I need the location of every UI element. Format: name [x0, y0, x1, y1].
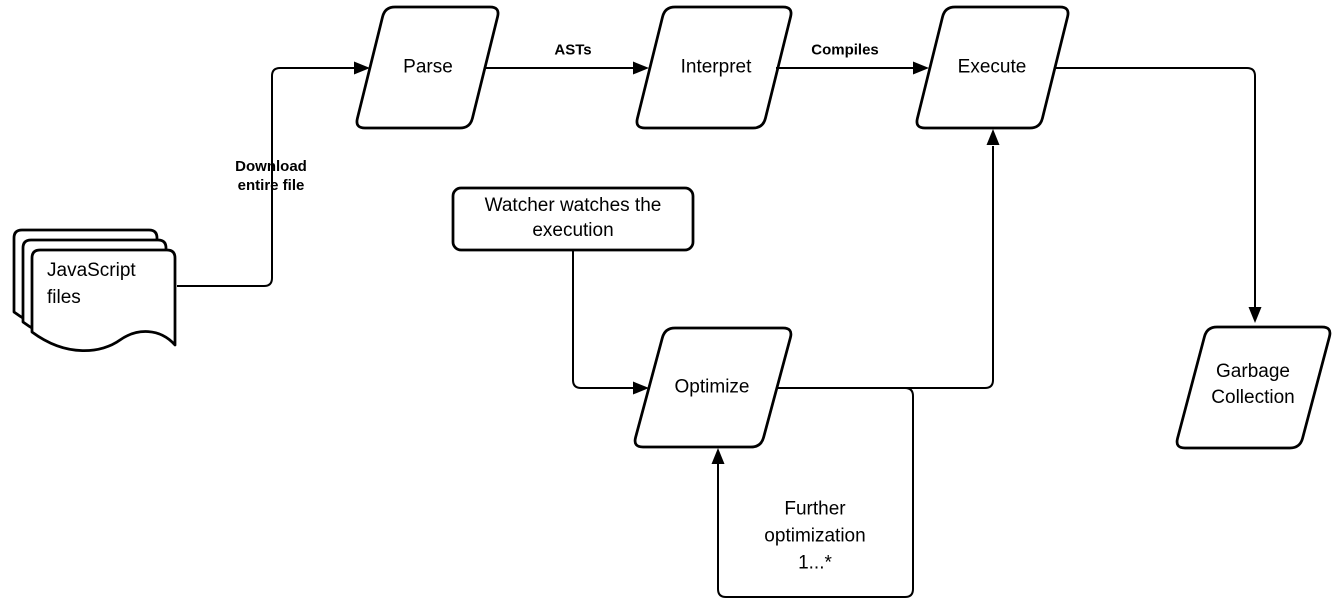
- watcher-label: Watcher watches the execution: [484, 195, 662, 241]
- asts-label: ASTs: [554, 41, 592, 59]
- edge-optimize-to-execute: [777, 146, 994, 389]
- parse-label: Parse: [403, 56, 453, 78]
- arrowhead-into-parse: [354, 61, 370, 75]
- arrowhead-into-execute-bottom: [986, 129, 1000, 145]
- optimize-shape: [633, 326, 793, 449]
- interpret-label: Interpret: [680, 56, 752, 78]
- edge-optimize-self-loop: [717, 387, 914, 598]
- arrowhead-into-interpret: [633, 61, 649, 75]
- further-optimization-label: Further optimization 1...*: [764, 498, 866, 574]
- garbage-collection-shape: [1175, 325, 1332, 450]
- arrowhead-into-optimize: [633, 381, 649, 395]
- download-entire-file-label: Download entire file: [235, 158, 307, 194]
- garbage-collection-label: Garbage Collection: [1211, 361, 1295, 408]
- javascript-files-node: [12, 228, 177, 352]
- interpret-shape: [635, 5, 793, 130]
- document-shape-front: [30, 248, 177, 352]
- execute-label: Execute: [957, 56, 1027, 78]
- arrowhead-into-execute: [913, 61, 929, 75]
- arrowhead-into-optimize-bottom: [711, 448, 725, 464]
- optimize-label: Optimize: [674, 376, 750, 398]
- javascript-files-label: JavaScript files: [47, 260, 136, 308]
- compiles-label: Compiles: [811, 41, 879, 59]
- execute-shape: [915, 5, 1070, 130]
- edge-watcher-to-optimize: [572, 251, 633, 389]
- parse-shape: [355, 5, 500, 130]
- edge-execute-to-garbage: [1055, 67, 1256, 307]
- arrowhead-into-garbage: [1248, 307, 1262, 323]
- watcher-box: [451, 186, 695, 252]
- edge-jsfiles-to-parse: [177, 67, 354, 287]
